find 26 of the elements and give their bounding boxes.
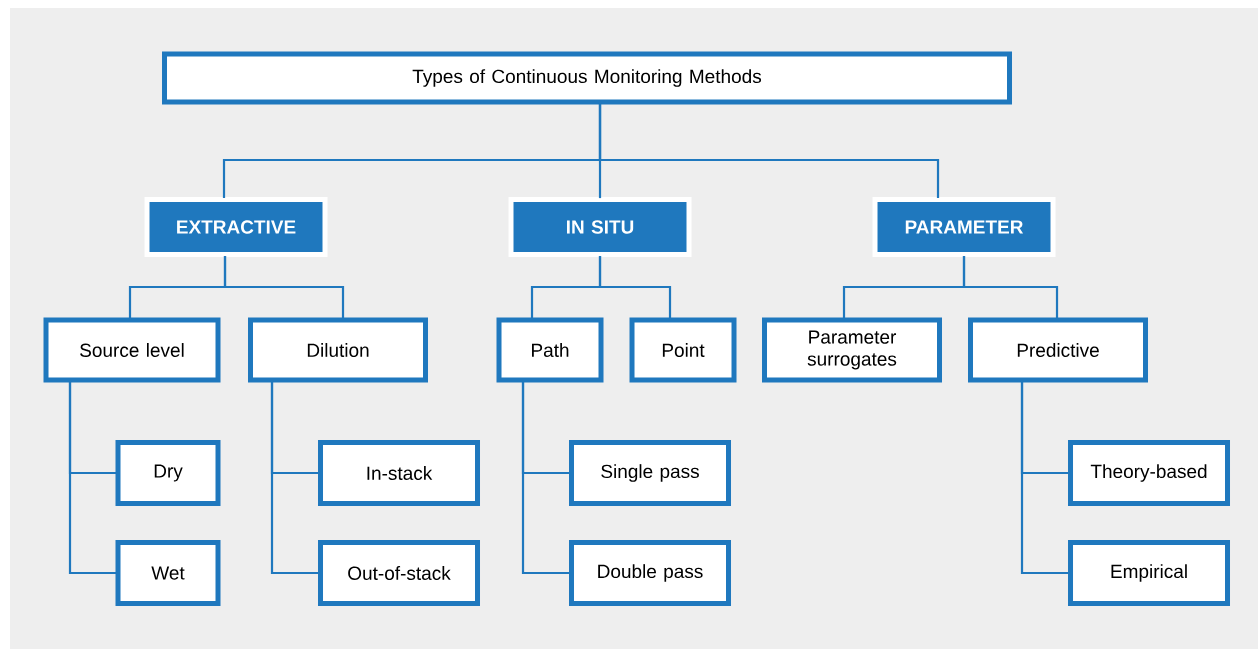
connector-line (270, 381, 320, 575)
method-box: Double pass (569, 540, 731, 606)
method-box: Predictive (968, 317, 1148, 383)
method-box: Source level (43, 317, 221, 383)
connector-line (598, 255, 672, 319)
connector-line (962, 255, 1059, 319)
category-box: IN SITU (508, 197, 692, 257)
method-box: Single pass (569, 440, 731, 506)
method-box: In-stack (318, 440, 480, 506)
method-box: Empirical (1068, 540, 1230, 606)
connector-line (521, 381, 571, 575)
connector-line (1020, 381, 1070, 575)
connector-line (68, 381, 117, 575)
connector-line (598, 103, 940, 199)
method-box: Wet (115, 540, 221, 606)
category-box: EXTRACTIVE (144, 197, 328, 257)
connector-line (223, 255, 345, 319)
method-box: Theory-based (1068, 440, 1230, 506)
method-box: Out-of-stack (318, 540, 480, 606)
title-box: Types of Continuous Monitoring Methods (162, 51, 1012, 105)
method-box: Dry (115, 440, 221, 506)
method-box: Parameter surrogates (762, 317, 942, 383)
method-box: Dilution (248, 317, 428, 383)
category-box: PARAMETER (872, 197, 1056, 257)
method-box: Point (629, 317, 737, 383)
method-box: Path (496, 317, 604, 383)
